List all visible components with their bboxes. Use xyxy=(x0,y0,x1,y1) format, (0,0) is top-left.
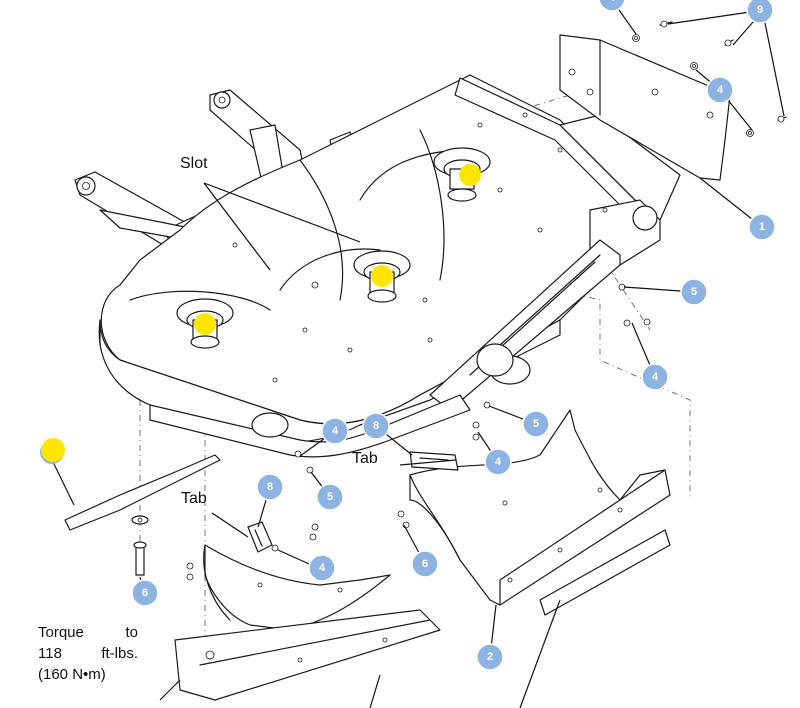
torque-line-3: (160 N•m) xyxy=(38,666,106,683)
alignment-guides xyxy=(139,94,691,660)
callout-4: 4 xyxy=(706,76,734,104)
tab-label-upper: Tab xyxy=(352,450,378,467)
torque-line-1: Torque to xyxy=(38,624,138,641)
highlight-marker xyxy=(194,313,216,335)
hardware-upper-right xyxy=(632,20,787,137)
callout-5: 5 xyxy=(522,410,550,438)
callout-4: 4 xyxy=(598,0,626,12)
callout-4: 4 xyxy=(484,448,512,476)
callout-8: 8 xyxy=(256,473,284,501)
svg-text:4: 4 xyxy=(332,425,339,437)
callout-6: 6 xyxy=(131,579,159,607)
callout-6: 6 xyxy=(411,550,439,578)
callout-4: 4 xyxy=(641,363,669,391)
highlight-marker xyxy=(41,438,65,462)
mower-deck-housing xyxy=(98,74,681,458)
front-baffle-right-part-2 xyxy=(409,409,671,616)
spindle-right xyxy=(433,147,491,202)
rear-shield-part-1 xyxy=(559,34,731,181)
svg-text:8: 8 xyxy=(373,420,379,432)
callout-4: 4 xyxy=(308,554,336,582)
svg-text:4: 4 xyxy=(319,562,326,574)
tab-label-lower: Tab xyxy=(181,490,207,507)
spindle-center xyxy=(353,250,411,303)
callout-1: 1 xyxy=(748,213,776,241)
callout-5: 5 xyxy=(680,278,708,306)
svg-text:5: 5 xyxy=(327,491,333,503)
small-hardware xyxy=(186,283,651,581)
svg-text:5: 5 xyxy=(691,286,697,298)
spindle-left xyxy=(176,298,234,349)
svg-text:6: 6 xyxy=(142,587,148,599)
mower-blade xyxy=(64,454,221,576)
torque-line-2: 118 ft-lbs. xyxy=(38,645,138,662)
tab-plate-upper xyxy=(409,451,459,471)
svg-text:9: 9 xyxy=(757,4,763,16)
svg-text:4: 4 xyxy=(495,456,502,468)
svg-text:4: 4 xyxy=(652,371,659,383)
leader-lines xyxy=(51,0,785,708)
tab-plate-lower xyxy=(247,521,273,553)
callout-8: 8 xyxy=(362,412,390,440)
callout-5: 5 xyxy=(316,483,344,511)
svg-text:8: 8 xyxy=(267,481,273,493)
svg-text:4: 4 xyxy=(609,0,616,4)
callout-4: 4 xyxy=(321,417,349,445)
svg-text:1: 1 xyxy=(759,221,765,233)
callout-2: 2 xyxy=(476,643,504,671)
svg-text:4: 4 xyxy=(717,84,724,96)
slot-label: Slot xyxy=(180,155,208,172)
svg-text:5: 5 xyxy=(533,418,539,430)
front-baffle-left xyxy=(174,544,441,701)
svg-text:2: 2 xyxy=(487,651,493,663)
highlight-marker xyxy=(371,265,393,287)
torque-note: Torque to 118 ft-lbs. (160 N•m) xyxy=(38,622,138,685)
svg-text:6: 6 xyxy=(422,558,428,570)
highlight-marker xyxy=(459,164,481,186)
callout-9: 9 xyxy=(746,0,774,24)
